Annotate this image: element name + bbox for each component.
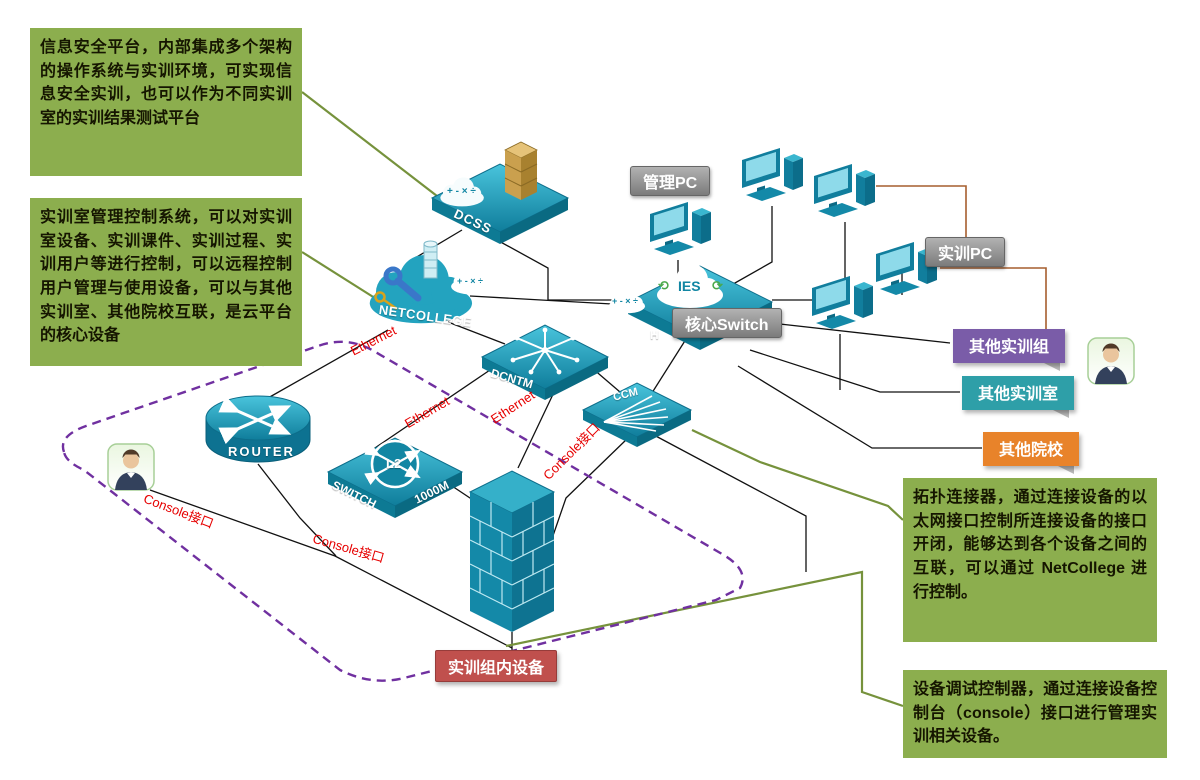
callout-security-platform: 信息安全平台，内部集成多个架构的操作系统与实训环境，可实现信息安全实训，也可以作…	[30, 28, 302, 176]
operator-avatar-right	[1087, 337, 1135, 385]
callout-topology-connector: 拓扑连接器，通过连接设备的以太网接口控制所连接设备的接口开闭，能够达到各个设备之…	[903, 478, 1157, 642]
rotate-cw-icon: ⟳	[712, 278, 723, 293]
ies-label-fragment: H	[650, 328, 659, 342]
router-device	[205, 395, 311, 463]
badge-other-school: 其他院校	[983, 432, 1080, 474]
brick-pattern	[469, 502, 555, 610]
ccm-device	[581, 382, 693, 447]
callout-console-controller: 设备调试控制器，通过连接设备控制台（console）接口进行管理实训相关设备。	[903, 670, 1167, 758]
badge-other-training-room: 其他实训室	[962, 376, 1075, 418]
rotate-ccw-icon: ⟲	[658, 278, 669, 293]
badge-training-pc: 实训PC	[925, 237, 1006, 267]
ies-label: IES	[678, 278, 701, 294]
server-stack-icon	[504, 141, 538, 200]
management-pc-3	[814, 164, 875, 217]
badge-other-training-group: 其他实训组	[953, 329, 1066, 371]
hub-star-icon	[510, 327, 580, 375]
management-pc-1	[650, 202, 711, 255]
switch-arrows-icon	[364, 442, 421, 486]
badge-management-pc: 管理PC	[630, 166, 711, 196]
training-pc-1	[812, 276, 873, 329]
management-pc-2	[742, 148, 803, 201]
router-arrows-icon	[218, 395, 292, 445]
fan-lines-icon	[603, 395, 669, 432]
key-icon	[374, 291, 398, 312]
badge-group-devices: 实训组内设备	[435, 650, 558, 682]
tower-icon	[423, 240, 438, 279]
wrench-icon	[383, 266, 422, 302]
l2-switch-device	[326, 437, 464, 518]
green-pointer-lines	[301, 91, 904, 708]
brown-pc-lines	[876, 185, 1047, 338]
badge-core-switch: 核心Switch	[672, 308, 782, 338]
l2-label: L2	[386, 456, 402, 471]
netcollege-cloud-symbols: + - × ÷	[457, 276, 483, 286]
firewall-device	[468, 470, 556, 632]
operator-avatar-left	[107, 443, 155, 491]
callout-management-system: 实训室管理控制系统，可以对实训室设备、实训课件、实训过程、实训用户等进行控制，可…	[30, 198, 302, 366]
dcss-device	[430, 141, 570, 244]
dcss-cloud-symbols: + - × ÷	[447, 186, 476, 197]
dcntm-device	[480, 324, 610, 400]
router-label: ROUTER	[228, 444, 295, 459]
ies-cloud-symbols: + - × ÷	[612, 296, 638, 306]
netcollege-device	[369, 240, 493, 324]
training-group-boundary	[61, 340, 744, 682]
